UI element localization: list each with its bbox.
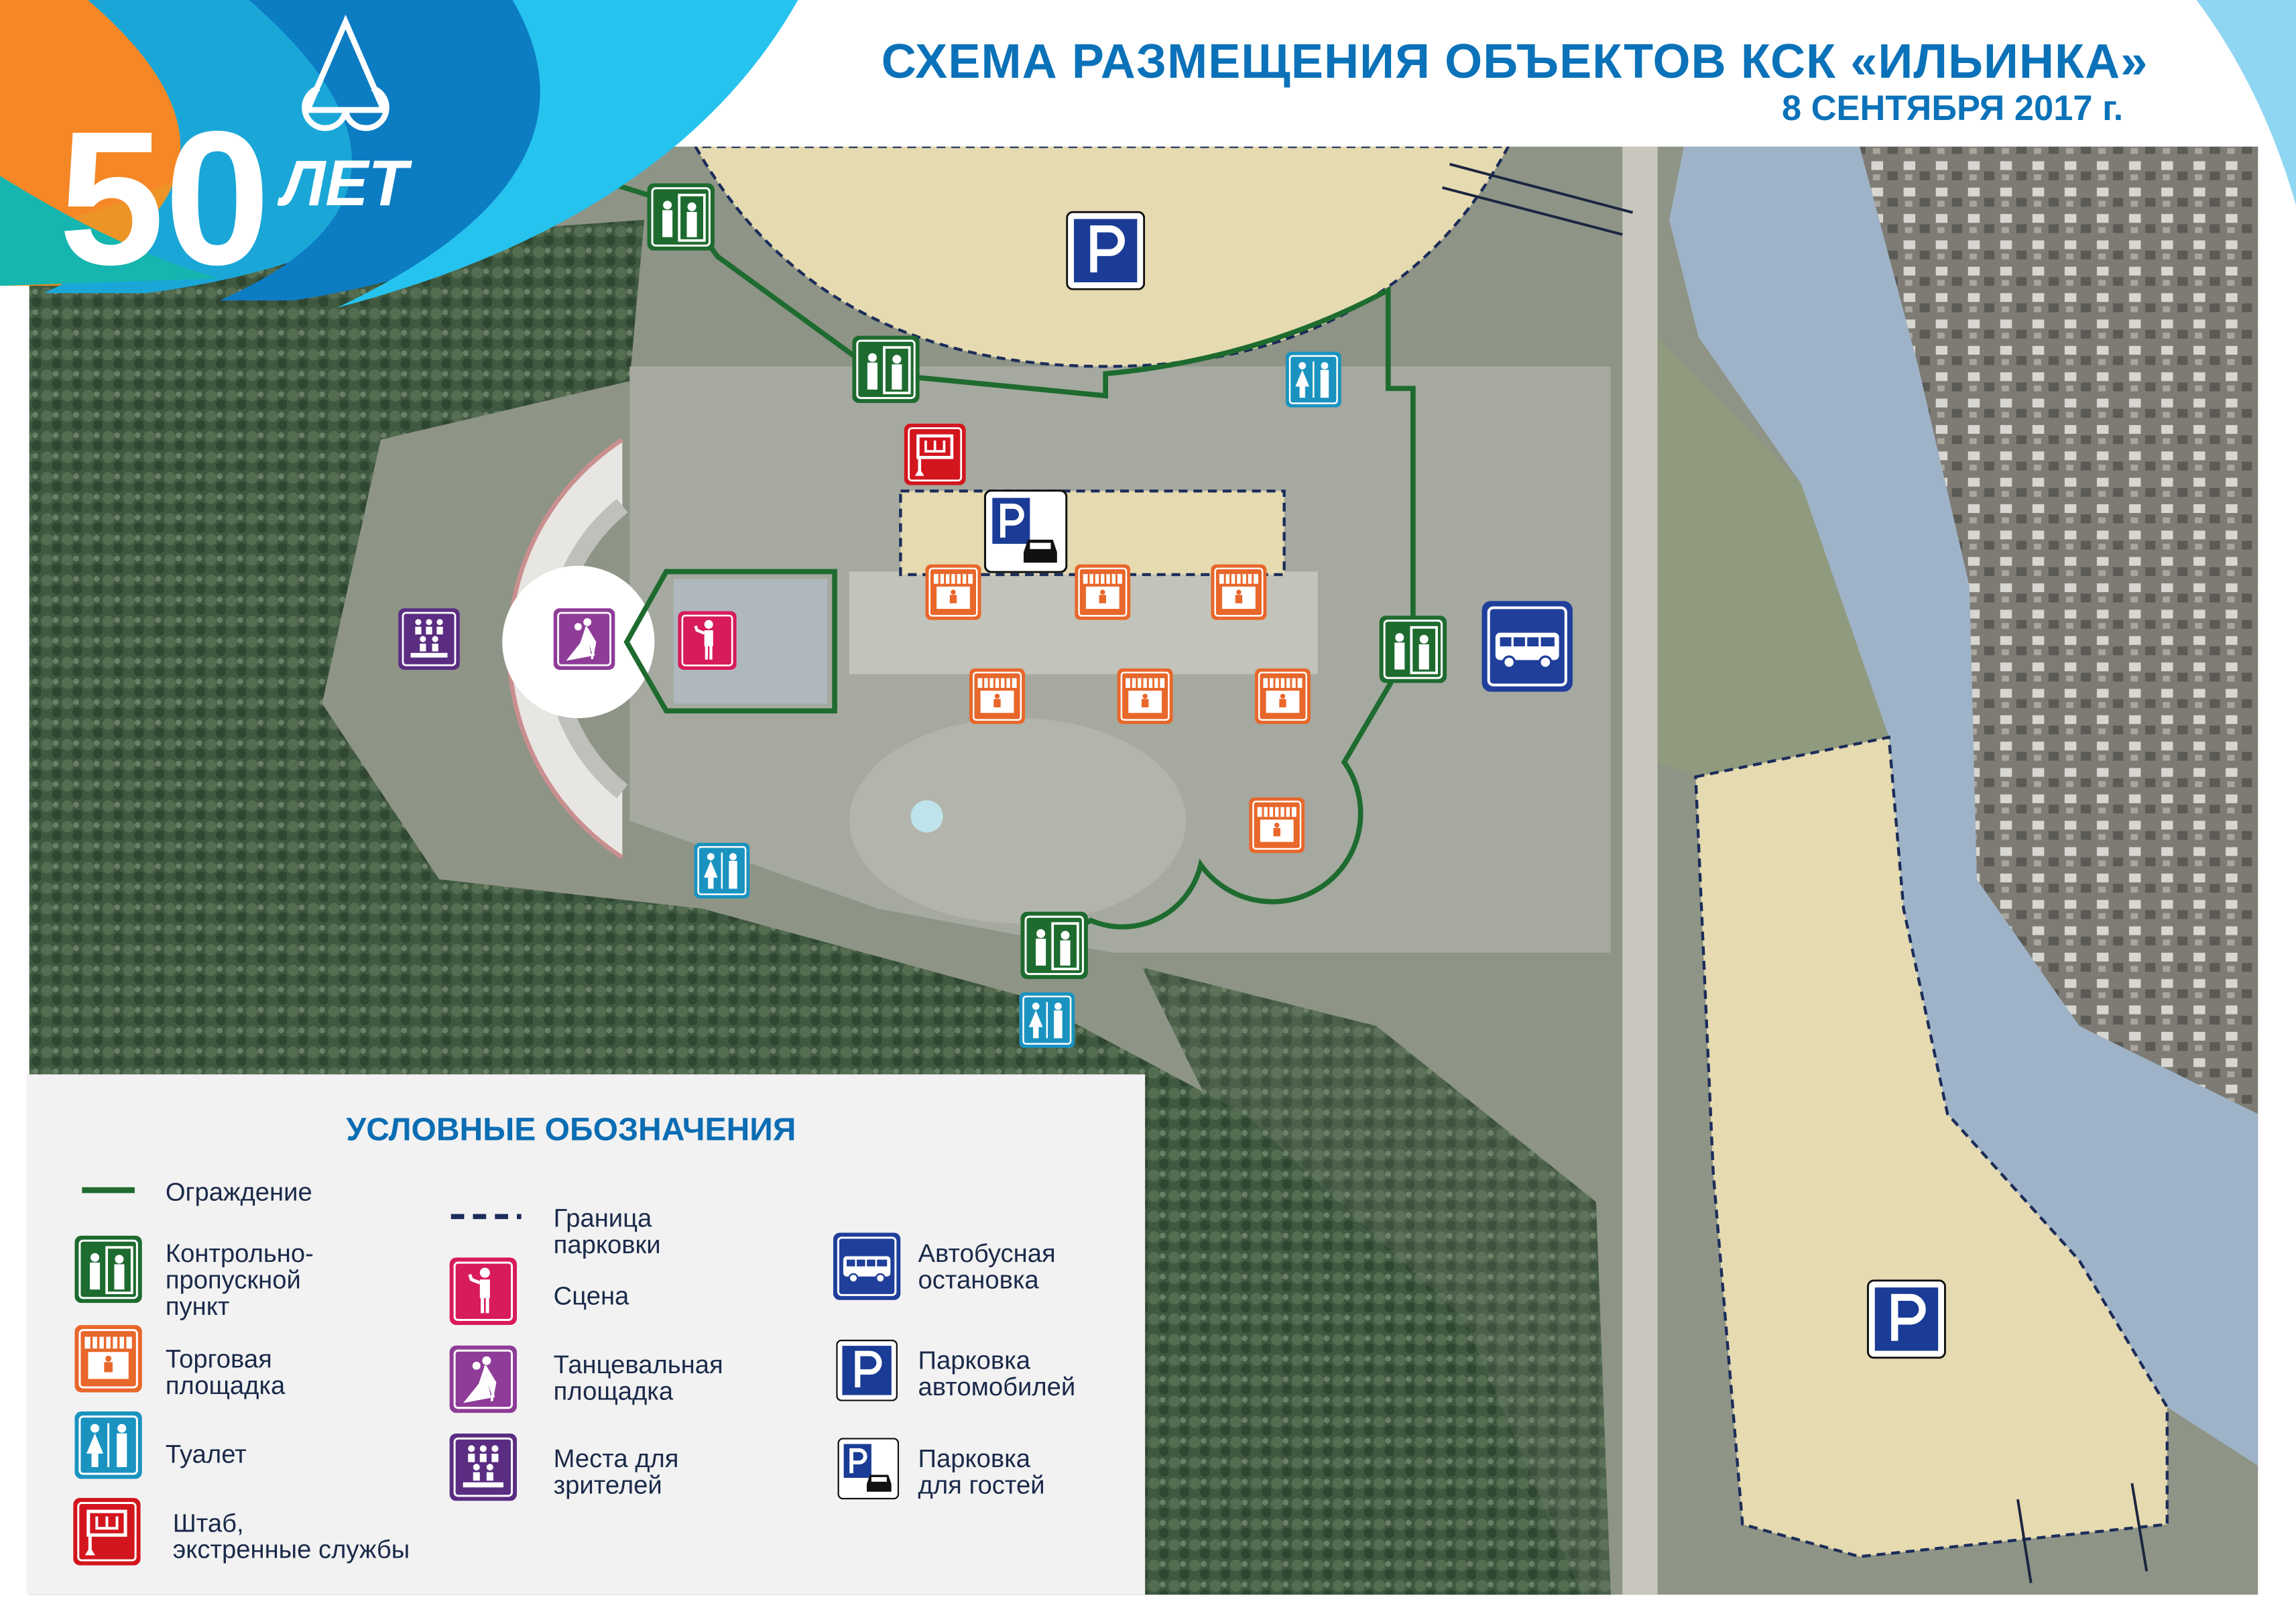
dancing-couple-icon xyxy=(449,1345,518,1413)
guest-parking-area[interactable] xyxy=(899,489,1286,577)
legend-title: УСЛОВНЫЕ ОБОЗНАЧЕНИЯ xyxy=(346,1112,796,1148)
shop-icon[interactable] xyxy=(1211,564,1267,620)
river xyxy=(1669,146,2258,1466)
shop-icon[interactable] xyxy=(1117,668,1173,724)
checkpoint-icon xyxy=(74,1235,142,1303)
parking-icon xyxy=(837,1340,896,1401)
legend-parking-label: автомобилей xyxy=(918,1373,1076,1401)
legend-stage-label: Сцена xyxy=(554,1281,629,1310)
checkpoint-icon[interactable] xyxy=(1020,911,1088,980)
shop-icon[interactable] xyxy=(969,668,1026,724)
checkpoint-icon[interactable] xyxy=(1379,616,1447,683)
legend-toilet-label: Туалет xyxy=(166,1440,247,1469)
fountain xyxy=(910,800,943,833)
toilet-icon[interactable] xyxy=(1019,992,1075,1048)
hq-flag-icon[interactable] xyxy=(904,424,966,485)
legend-parking-label: Парковка xyxy=(918,1346,1031,1375)
entry-arrows xyxy=(1442,162,2149,1584)
toilet-icon[interactable] xyxy=(694,842,750,898)
legend-spectators-label: Места для xyxy=(554,1444,679,1473)
bus-icon[interactable] xyxy=(1482,601,1573,692)
river-parking-area[interactable] xyxy=(1694,735,2169,1558)
logo-number: 50 xyxy=(58,92,270,304)
stage-performer-icon xyxy=(450,1258,517,1326)
logo-text: ЛЕТ xyxy=(277,148,412,219)
shop-icon[interactable] xyxy=(1075,564,1131,620)
legend-panel: УСЛОВНЫЕ ОБОЗНАЧЕНИЯ Ограждение Контроль… xyxy=(26,1074,1146,1595)
dancing-couple-icon[interactable] xyxy=(553,608,615,670)
trefoil-icon xyxy=(302,14,389,131)
shop-icon[interactable] xyxy=(925,564,981,620)
fence-lines xyxy=(614,182,1416,941)
checkpoint-icon[interactable] xyxy=(852,335,920,404)
page-title: СХЕМА РАЗМЕЩЕНИЯ ОБЪЕКТОВ КСК «ИЛЬИНКА» xyxy=(882,35,2149,89)
legend-parking-border-label: парковки xyxy=(554,1230,661,1259)
legend-shop-label: площадка xyxy=(166,1371,286,1400)
toilet-icon[interactable] xyxy=(1285,351,1341,408)
village-area xyxy=(1860,146,2258,1114)
spectators-icon xyxy=(449,1433,518,1501)
parking-icon[interactable] xyxy=(1868,1281,1945,1358)
hq-flag-icon xyxy=(73,1498,140,1566)
bus-icon xyxy=(833,1232,901,1300)
forest-strip xyxy=(1142,967,1611,1595)
guest-parking-icon[interactable] xyxy=(985,491,1066,572)
parking-icon[interactable] xyxy=(1067,212,1144,289)
legend-bus-label: остановка xyxy=(918,1265,1040,1294)
shop-icon xyxy=(74,1325,142,1393)
legend-guest-parking-label: Парковка xyxy=(918,1444,1031,1473)
shop-icon[interactable] xyxy=(1249,797,1305,854)
legend-guest-parking-label: для гостей xyxy=(918,1470,1045,1499)
checkpoint-icon[interactable] xyxy=(647,183,715,251)
spectators-icon[interactable] xyxy=(398,608,460,670)
anniversary-logo: 50 ЛЕТ xyxy=(0,0,798,308)
event-date: 8 СЕНТЯБРЯ 2017 г. xyxy=(1782,89,2123,128)
legend-hq-label: Штаб, xyxy=(173,1509,244,1538)
legend-dance-label: площадка xyxy=(554,1377,674,1406)
legend-fence-label: Ограждение xyxy=(166,1177,312,1206)
legend-parking-border-label: Граница xyxy=(554,1204,652,1233)
legend-checkpoint-label: пропускной xyxy=(166,1265,301,1294)
stage-performer-icon[interactable] xyxy=(678,612,736,670)
field-area xyxy=(1657,337,1889,777)
legend-shop-label: Торговая xyxy=(166,1344,272,1373)
toilet-icon xyxy=(74,1411,142,1479)
guest-parking-icon xyxy=(839,1439,898,1499)
legend-checkpoint-label: Контрольно- xyxy=(166,1239,314,1268)
road xyxy=(1622,146,1658,1595)
legend-bus-label: Автобусная xyxy=(918,1239,1056,1268)
shop-icon[interactable] xyxy=(1254,668,1311,724)
fountain-area xyxy=(849,718,1187,924)
legend-spectators-label: зрителей xyxy=(554,1470,662,1499)
legend-hq-label: экстренные службы xyxy=(173,1535,410,1564)
legend-checkpoint-label: пункт xyxy=(166,1292,230,1321)
legend-dance-label: Танцевальная xyxy=(554,1350,723,1379)
